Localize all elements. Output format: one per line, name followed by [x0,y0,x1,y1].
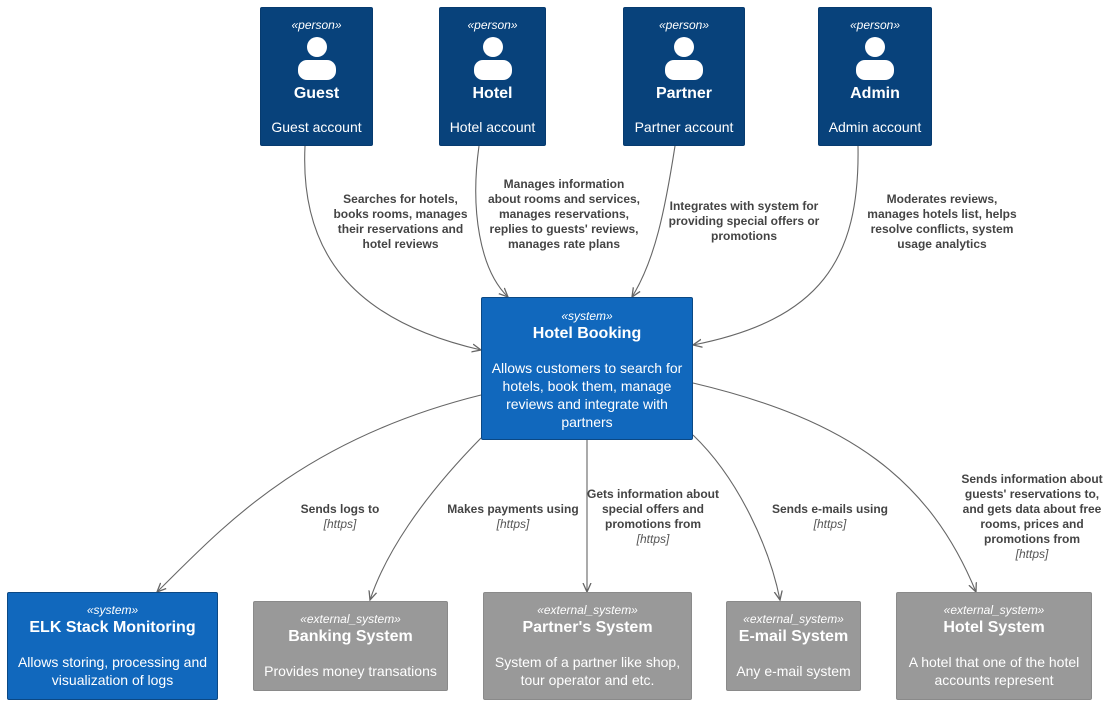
person-name: Guest [293,85,340,102]
edge-guest-to-core [304,145,481,350]
relation-label: Integrates with system for providing spe… [668,199,820,243]
person-icon [665,37,703,80]
relation-label: Makes payments using [447,502,579,516]
stereotype-label: «external_system» [537,603,638,617]
relation-label: Gets information about special offers an… [587,487,719,531]
edge-label-hotel: Manages information about rooms and serv… [486,177,642,252]
stereotype-label: «person» [658,18,710,32]
relation-label: Manages information about rooms and serv… [487,177,641,251]
system-elk-stack-monitoring[interactable]: «system» ELK Stack Monitoring Allows sto… [7,592,218,700]
edge-core-to-email [692,434,780,600]
stereotype-label: «system» [561,309,613,323]
edge-core-to-hotel-system [692,382,976,592]
edge-core-to-elk [157,394,482,592]
system-description: Allows customers to search for hotels, b… [491,360,683,430]
person-icon [856,37,894,80]
edge-label-partner-system: Gets information about special offers an… [584,487,722,547]
edge-label-banking: Makes payments using [https] [440,502,586,532]
system-description: Allows storing, processing and visualiza… [17,654,208,688]
person-name: Admin [850,85,900,102]
system-hotel-booking[interactable]: «system» Hotel Booking Allows customers … [481,297,693,440]
system-name: E-mail System [738,628,849,645]
system-name: ELK Stack Monitoring [29,619,196,636]
stereotype-label: «external_system» [743,612,844,626]
relation-technology: [https] [636,532,670,546]
external-banking-system[interactable]: «external_system» Banking System Provide… [253,601,448,691]
person-icon [297,37,336,80]
person-description: Partner account [634,119,734,135]
stereotype-label: «person» [467,18,518,32]
edge-label-elk: Sends logs to [https] [280,502,400,532]
edge-label-partner: Integrates with system for providing spe… [664,199,824,244]
person-description: Guest account [271,119,362,135]
person-admin[interactable]: «person» Admin Admin account [818,7,932,146]
person-partner[interactable]: «person» Partner Partner account [623,7,745,146]
relation-technology: [https] [496,517,530,531]
person-guest[interactable]: «person» Guest Guest account [260,7,373,146]
system-description: System of a partner like shop, tour oper… [494,654,681,688]
person-icon [473,37,512,80]
edge-partner-to-core [632,145,676,297]
person-hotel[interactable]: «person» Hotel Hotel account [439,7,546,146]
external-hotel-system[interactable]: «external_system» Hotel System A hotel t… [896,592,1092,700]
person-name: Hotel [472,85,513,102]
person-name: Partner [655,85,713,102]
relation-label: Sends e-mails using [771,502,889,516]
edge-admin-to-core [693,145,859,345]
system-description: A hotel that one of the hotel accounts r… [908,654,1080,688]
external-email-system[interactable]: «external_system» E-mail System Any e-ma… [726,601,861,691]
system-name: Hotel Booking [532,325,642,342]
edge-label-hotel-system: Sends information about guests' reservat… [958,472,1106,562]
edge-label-admin: Moderates reviews, manages hotels list, … [864,192,1020,252]
relation-label: Sends information about guests' reservat… [961,472,1103,546]
edge-hotel-to-core [475,145,508,297]
relation-label: Moderates reviews, manages hotels list, … [867,192,1017,251]
edge-core-to-banking [370,437,482,600]
stereotype-label: «person» [291,18,342,32]
system-description: Provides money transations [264,663,437,679]
relation-label: Searches for hotels, books rooms, manage… [333,192,468,251]
system-description: Any e-mail system [736,663,851,679]
relation-technology: [https] [323,517,357,531]
relation-technology: [https] [813,517,847,531]
system-name: Hotel System [943,619,1045,636]
relation-label: Sends logs to [300,502,380,516]
relation-technology: [https] [1015,547,1049,561]
stereotype-label: «external_system» [943,603,1045,617]
person-description: Hotel account [449,119,536,135]
system-name: Partner's System [522,619,653,636]
edge-label-guest: Searches for hotels, books rooms, manage… [328,192,473,252]
stereotype-label: «person» [849,18,901,32]
stereotype-label: «external_system» [300,612,401,626]
system-name: Banking System [288,628,413,645]
person-description: Admin account [828,119,922,135]
stereotype-label: «system» [86,603,139,617]
edge-label-email: Sends e-mails using [https] [764,502,896,532]
external-partners-system[interactable]: «external_system» Partner's System Syste… [483,592,692,700]
